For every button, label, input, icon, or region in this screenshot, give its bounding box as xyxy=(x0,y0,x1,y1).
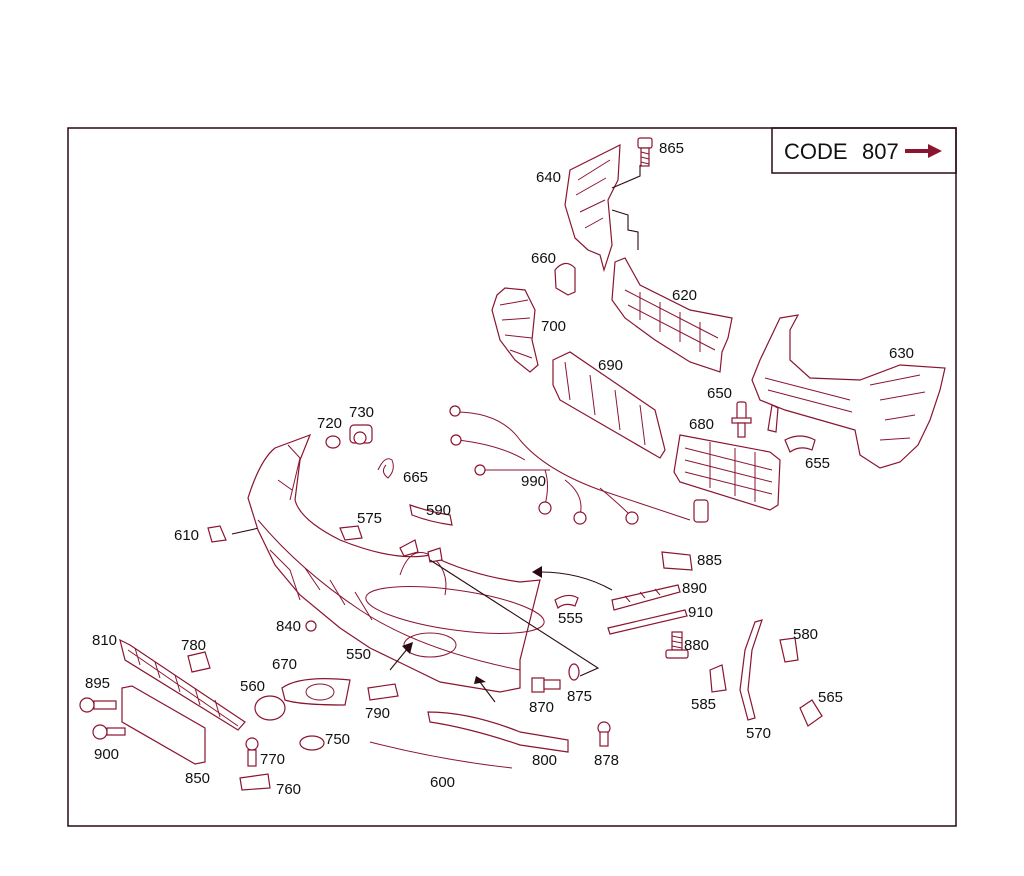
part-650 xyxy=(731,401,752,438)
callout-655: 655 xyxy=(805,455,830,472)
callout-770: 770 xyxy=(260,751,285,768)
callout-810: 810 xyxy=(92,632,117,649)
callout-730: 730 xyxy=(349,404,374,421)
part-990 xyxy=(449,405,709,525)
part-630 xyxy=(751,314,946,469)
part-575 xyxy=(339,525,363,541)
part-560 xyxy=(254,695,286,721)
callout-885: 885 xyxy=(697,552,722,569)
callout-565: 565 xyxy=(818,689,843,706)
callout-800: 800 xyxy=(532,752,557,769)
leader-550 xyxy=(429,559,600,677)
callout-850: 850 xyxy=(185,770,210,787)
callout-890: 890 xyxy=(682,580,707,597)
part-590 xyxy=(409,504,453,526)
part-900 xyxy=(92,724,126,740)
part-750 xyxy=(299,735,325,751)
callout-680: 680 xyxy=(689,416,714,433)
callout-720: 720 xyxy=(317,415,342,432)
part-780 xyxy=(187,651,211,673)
part-565 xyxy=(799,699,823,727)
part-875 xyxy=(568,663,580,681)
callout-585: 585 xyxy=(691,696,716,713)
part-700 xyxy=(491,287,539,373)
callout-630: 630 xyxy=(889,345,914,362)
part-800 xyxy=(427,711,569,753)
part-600 xyxy=(369,741,513,769)
part-665 xyxy=(377,458,394,479)
callout-690: 690 xyxy=(598,357,623,374)
callout-900: 900 xyxy=(94,746,119,763)
part-690 xyxy=(552,351,666,459)
part-640 xyxy=(564,144,641,273)
callout-610: 610 xyxy=(174,527,199,544)
part-790 xyxy=(367,683,399,701)
code-label: CODE xyxy=(784,139,848,164)
callout-555: 555 xyxy=(558,610,583,627)
part-895 xyxy=(79,697,117,713)
callout-575: 575 xyxy=(357,510,382,527)
callout-880: 880 xyxy=(684,637,709,654)
part-840 xyxy=(305,620,317,632)
code-box: CODE 807 xyxy=(771,127,957,174)
callout-760: 760 xyxy=(276,781,301,798)
callout-790: 790 xyxy=(365,705,390,722)
part-770 xyxy=(245,737,259,767)
callout-620: 620 xyxy=(672,287,697,304)
arrow-890 xyxy=(539,571,613,591)
part-620 xyxy=(611,257,733,373)
callout-570: 570 xyxy=(746,725,771,742)
part-880 xyxy=(665,631,689,659)
part-570 xyxy=(739,619,763,721)
callout-910: 910 xyxy=(688,604,713,621)
code-value: 807 xyxy=(862,139,899,164)
callout-640: 640 xyxy=(536,169,561,186)
callout-750: 750 xyxy=(325,731,350,748)
part-850 xyxy=(121,685,206,765)
callout-878: 878 xyxy=(594,752,619,769)
part-680 xyxy=(673,434,781,511)
part-865 xyxy=(637,137,653,167)
callout-600: 600 xyxy=(430,774,455,791)
callout-560: 560 xyxy=(240,678,265,695)
callout-650: 650 xyxy=(707,385,732,402)
arrow-800 xyxy=(479,681,496,703)
callout-550: 550 xyxy=(346,646,371,663)
part-585 xyxy=(709,664,727,693)
part-655 xyxy=(784,435,816,453)
part-870 xyxy=(531,677,561,693)
callout-700: 700 xyxy=(541,318,566,335)
code-arrow-icon xyxy=(905,144,942,158)
callout-580: 580 xyxy=(793,626,818,643)
part-670 xyxy=(281,678,351,706)
part-760 xyxy=(239,773,271,791)
part-720 xyxy=(325,435,341,449)
part-550 xyxy=(247,433,545,693)
callout-870: 870 xyxy=(529,699,554,716)
part-878 xyxy=(597,721,611,747)
arrow-550 xyxy=(389,647,409,671)
callout-895: 895 xyxy=(85,675,110,692)
part-730 xyxy=(349,424,373,445)
callout-590: 590 xyxy=(426,502,451,519)
callout-875: 875 xyxy=(567,688,592,705)
callout-865: 865 xyxy=(659,140,684,157)
part-885 xyxy=(661,551,693,571)
part-555 xyxy=(554,594,579,610)
callout-670: 670 xyxy=(272,656,297,673)
part-810 xyxy=(119,638,246,731)
callout-665: 665 xyxy=(403,469,428,486)
callout-780: 780 xyxy=(181,637,206,654)
callout-840: 840 xyxy=(276,618,301,635)
part-580 xyxy=(779,637,799,663)
callout-990: 990 xyxy=(521,473,546,490)
part-890 xyxy=(611,584,681,611)
part-660 xyxy=(554,262,576,296)
callout-660: 660 xyxy=(531,250,556,267)
diagram-frame xyxy=(67,127,957,827)
part-910 xyxy=(607,609,688,635)
